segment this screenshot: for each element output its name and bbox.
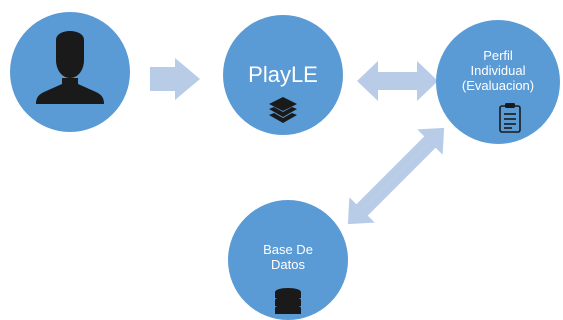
base-node bbox=[228, 200, 348, 320]
arrow-user-to-playle bbox=[150, 58, 200, 100]
user-silhouette-icon bbox=[36, 31, 104, 104]
database-icon bbox=[275, 288, 301, 314]
playle-node bbox=[223, 15, 343, 135]
perfil-label: Perfil Individual (Evaluacion) bbox=[436, 48, 560, 94]
perfil-label-line1: Perfil bbox=[483, 48, 513, 63]
base-label: Base De Datos bbox=[238, 242, 338, 273]
perfil-node bbox=[436, 20, 560, 144]
clipboard-icon bbox=[499, 103, 521, 133]
perfil-label-line2: Individual bbox=[470, 62, 526, 78]
double-arrow-perfil-base bbox=[347, 127, 445, 225]
playle-label: PlayLE bbox=[248, 62, 318, 87]
perfil-label-line3: (Evaluacion) bbox=[461, 77, 535, 93]
layers-icon bbox=[269, 97, 297, 123]
base-label-line1: Base De bbox=[263, 242, 313, 257]
double-arrow-playle-perfil bbox=[357, 61, 438, 101]
base-label-line2: Datos bbox=[271, 256, 305, 272]
